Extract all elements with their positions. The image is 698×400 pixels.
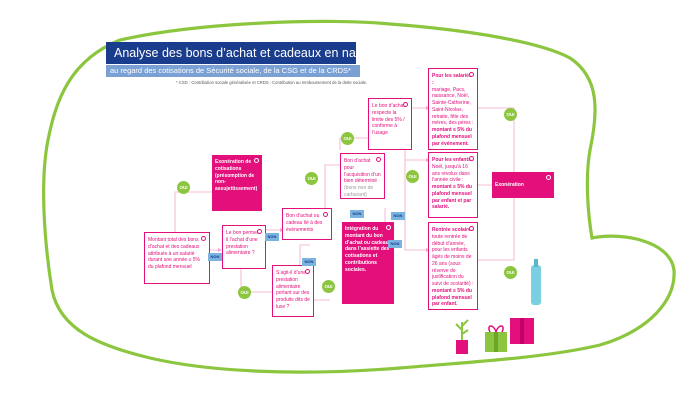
- box-marker-icon: [257, 229, 262, 234]
- oui-badge: OUI: [406, 170, 419, 183]
- gifts-illustration: [455, 259, 541, 354]
- non-badge: NON: [388, 240, 402, 248]
- box-marker-icon: [469, 72, 474, 77]
- box-integration: Intégration du montant du bon d’achat ou…: [342, 222, 394, 304]
- box-marker-icon: [386, 225, 391, 230]
- box-marker-icon: [323, 212, 328, 217]
- box-exoneration: Exonération: [492, 172, 554, 198]
- oui-badge: OUI: [341, 132, 354, 145]
- box-marker-icon: [254, 158, 259, 163]
- box-q-event: Bon d’achat ou cadeau lié à des événemen…: [282, 208, 332, 240]
- page-subtitle: au regard des cotisations de Sécurité so…: [106, 65, 360, 77]
- box-marker-icon: [469, 156, 474, 161]
- box-marker-icon: [201, 236, 206, 241]
- box-rentree: Rentrée scolaire : toute rentrée de débu…: [428, 222, 478, 310]
- non-badge: NON: [208, 253, 222, 261]
- box-marker-icon: [305, 269, 310, 274]
- non-badge: NON: [302, 258, 316, 266]
- box-q-determined-good: Bon d’achat pour l’acquisition d’un bien…: [340, 153, 385, 199]
- box-marker-icon: [469, 226, 474, 231]
- non-badge: NON: [350, 210, 364, 218]
- box-q-food-bis: S’agit-il d’une prestation alimentaire p…: [272, 265, 314, 317]
- oui-badge: OUI: [322, 280, 335, 293]
- box-start-condition: Montant total des bons d’achat et des ca…: [144, 232, 210, 284]
- box-q-food: Le bon permet-il l’achat d’une prestatio…: [222, 225, 266, 269]
- oui-badge: OUI: [177, 181, 190, 194]
- frame-blob: [42, 19, 676, 374]
- oui-badge: OUI: [504, 108, 517, 121]
- footnote: * CSG : Contribution sociale généralisée…: [176, 80, 368, 85]
- non-badge: NON: [265, 233, 279, 241]
- box-exoneration-presumption: Exonération de cotisations (présomption …: [212, 155, 262, 211]
- non-badge: NON: [391, 212, 405, 220]
- oui-badge: OUI: [305, 172, 318, 185]
- box-q-respect-limit: Le bon d’achat respecte la limite des 5%…: [368, 98, 412, 150]
- box-salaries: Pour les salariés : mariage, Pacs, naiss…: [428, 68, 478, 150]
- box-enfants: Pour les enfants : Noël, jusqu’à 16 ans …: [428, 152, 478, 218]
- oui-badge: OUI: [504, 266, 517, 279]
- box-marker-icon: [376, 157, 381, 162]
- oui-badge: OUI: [238, 286, 251, 299]
- box-marker-icon: [403, 102, 408, 107]
- page-title: Analyse des bons d’achat et cadeaux en n…: [106, 42, 377, 64]
- box-marker-icon: [546, 175, 551, 180]
